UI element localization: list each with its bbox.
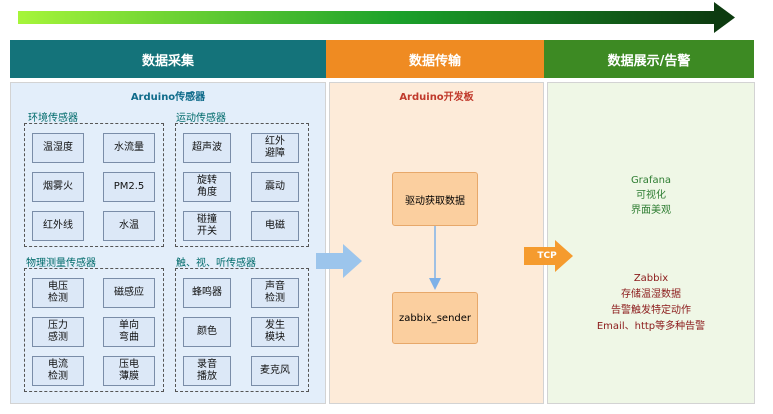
sensor-water-temp: 水温 — [103, 211, 155, 241]
env-group-label: 环境传感器 — [28, 113, 78, 124]
sensor-electromagnetic: 电磁 — [251, 211, 299, 241]
sensor-current-detect: 电流 检测 — [32, 356, 84, 386]
collect-header: 数据采集 — [10, 40, 326, 78]
sensor-water-flow: 水流量 — [103, 133, 155, 163]
sensor-microphone: 麦克风 — [251, 356, 299, 386]
physics-group-label: 物理测量传感器 — [26, 258, 96, 269]
sensor-pm25: PM2.5 — [103, 172, 155, 202]
sensor-ultrasonic: 超声波 — [183, 133, 231, 163]
transfer-header: 数据传输 — [326, 40, 544, 78]
zabbix-line-storage: 存储温湿数据 — [621, 289, 681, 300]
sensor-record-play: 录音 播放 — [183, 356, 231, 386]
tcp-arrow — [524, 240, 573, 272]
collect-subtitle: Arduino传感器 — [130, 91, 206, 103]
sensor-piezo-film: 压电 薄膜 — [103, 356, 155, 386]
zabbix-line-trigger: 告警触发特定动作 — [611, 305, 691, 316]
sensor-magnetic: 磁感应 — [103, 278, 155, 308]
top-arrow-head — [714, 2, 735, 33]
sensor-generator-module: 发生 模块 — [251, 317, 299, 347]
motion-group-label: 运动传感器 — [176, 113, 226, 124]
sensor-buzzer: 蜂鸣器 — [183, 278, 231, 308]
grafana-title: Grafana — [630, 175, 672, 186]
top-arrow-shaft — [18, 11, 716, 24]
collect-to-transfer-arrow — [316, 244, 362, 278]
zabbix-line-alerts: Email、http等多种告警 — [596, 321, 706, 332]
sensor-ir-avoidance: 红外 避障 — [251, 133, 299, 163]
sensor-sound-detect: 声音 检测 — [251, 278, 299, 308]
sensor-pressure: 压力 感测 — [32, 317, 84, 347]
senses-group-label: 触、视、听传感器 — [176, 258, 256, 269]
transfer-panel — [329, 82, 544, 404]
sensor-flex: 单向 弯曲 — [103, 317, 155, 347]
physics-sensor-group — [24, 268, 164, 392]
sensor-color: 颜色 — [183, 317, 231, 347]
step-down-arrow-head — [429, 278, 441, 290]
sensor-voltage-detect: 电压 检测 — [32, 278, 84, 308]
grafana-line-ui: 界面美观 — [631, 205, 671, 216]
sensor-infrared: 红外线 — [32, 211, 84, 241]
senses-sensor-group — [175, 268, 309, 392]
zabbix-info: Zabbix 存储温湿数据 告警触发特定动作 Email、http等多种告警 — [547, 271, 755, 335]
grafana-line-visualization: 可视化 — [636, 190, 666, 201]
env-sensor-group — [24, 123, 164, 247]
display-panel — [547, 82, 755, 404]
sensor-temp-humidity: 温湿度 — [32, 133, 84, 163]
display-header: 数据展示/告警 — [544, 40, 754, 78]
tcp-label: TCP — [537, 251, 557, 261]
transfer-subtitle: Arduino开发板 — [399, 91, 474, 103]
zabbix-sender-step: zabbix_sender — [392, 292, 478, 344]
sensor-rotation-angle: 旋转 角度 — [183, 172, 231, 202]
driver-fetch-step: 驱动获取数据 — [392, 172, 478, 226]
sensor-collision-switch: 碰撞 开关 — [183, 211, 231, 241]
motion-sensor-group — [175, 123, 309, 247]
grafana-info: Grafana 可视化 界面美观 — [547, 173, 755, 218]
zabbix-title: Zabbix — [633, 273, 669, 284]
sensor-vibration: 震动 — [251, 172, 299, 202]
sensor-smoke-fire: 烟雾火 — [32, 172, 84, 202]
